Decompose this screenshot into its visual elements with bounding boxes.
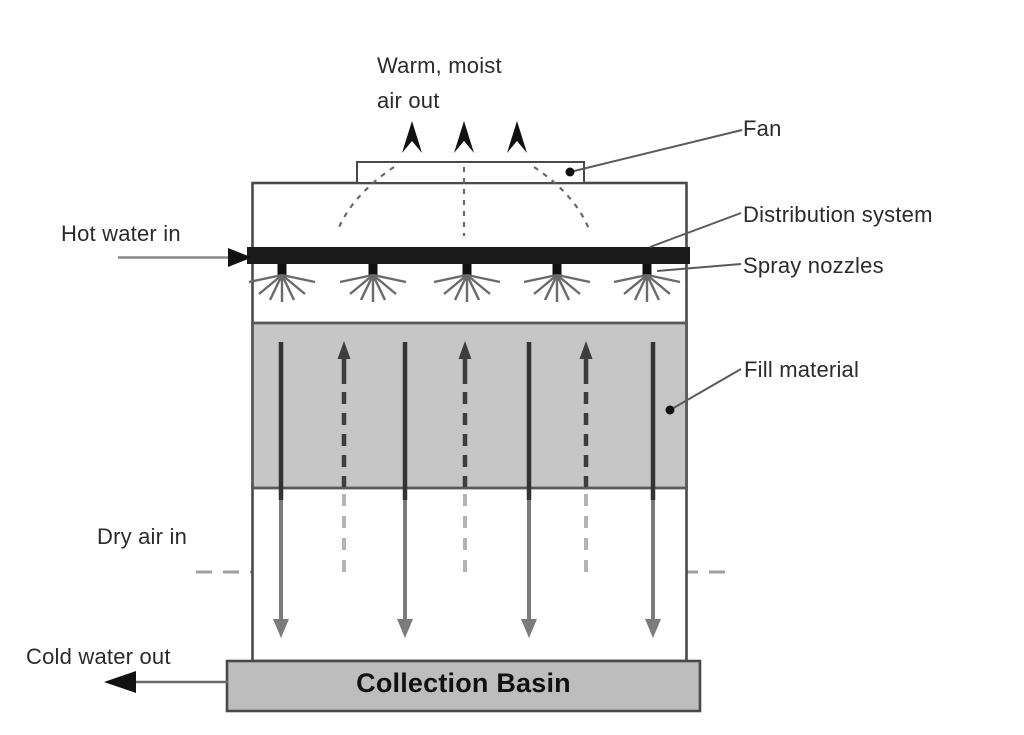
distribution-leader-line: [649, 212, 742, 248]
spray-nozzles-leader-line: [656, 263, 742, 272]
air-plume-dashed-arcs: [335, 166, 592, 236]
leader-lines: [565, 129, 743, 415]
fill-material-leader-line: [665, 368, 742, 415]
warm-air-out-arrows-icon: [402, 121, 527, 153]
water-flow-line-icon: [521, 342, 537, 638]
fill-material-region: [251, 321, 688, 490]
distribution-system-bar: [247, 247, 690, 264]
spray-nozzle-icon: [339, 264, 407, 302]
spray-nozzle-icon: [523, 264, 591, 302]
fan-housing: [356, 161, 585, 184]
dry-air-in-label: Dry air in: [97, 524, 188, 549]
air-flow-arrow-icon: [579, 341, 593, 575]
air-flow-arrow-icon: [458, 341, 472, 575]
collection-basin-box: [225, 659, 702, 713]
cold-water-out-label: Cold water out: [26, 644, 171, 669]
water-flow-lines: [273, 342, 661, 638]
air-flow-arrow-icon: [337, 341, 351, 575]
water-flow-line-icon: [645, 342, 661, 638]
water-flow-line-icon: [273, 342, 289, 638]
collection-basin-label: Collection Basin: [356, 668, 571, 698]
warm-moist-air-out-label: Warm, moist air out: [377, 53, 502, 113]
fan-leader-line: [565, 129, 743, 177]
hot-water-in-arrow-icon: [118, 248, 252, 267]
air-flow-arrows: [337, 341, 593, 575]
spray-nozzle-icon: [613, 264, 681, 302]
spray-nozzles-label: Spray nozzles: [743, 253, 884, 278]
spray-nozzles-group: [248, 264, 681, 302]
fan-label: Fan: [743, 116, 782, 141]
fill-material-label: Fill material: [744, 357, 860, 382]
hot-water-in-label: Hot water in: [61, 221, 181, 246]
spray-nozzle-icon: [248, 264, 316, 302]
water-flow-line-icon: [397, 342, 413, 638]
spray-nozzle-icon: [433, 264, 501, 302]
distribution-system-label: Distribution system: [743, 202, 933, 227]
cold-water-out-arrow-icon: [104, 671, 228, 693]
